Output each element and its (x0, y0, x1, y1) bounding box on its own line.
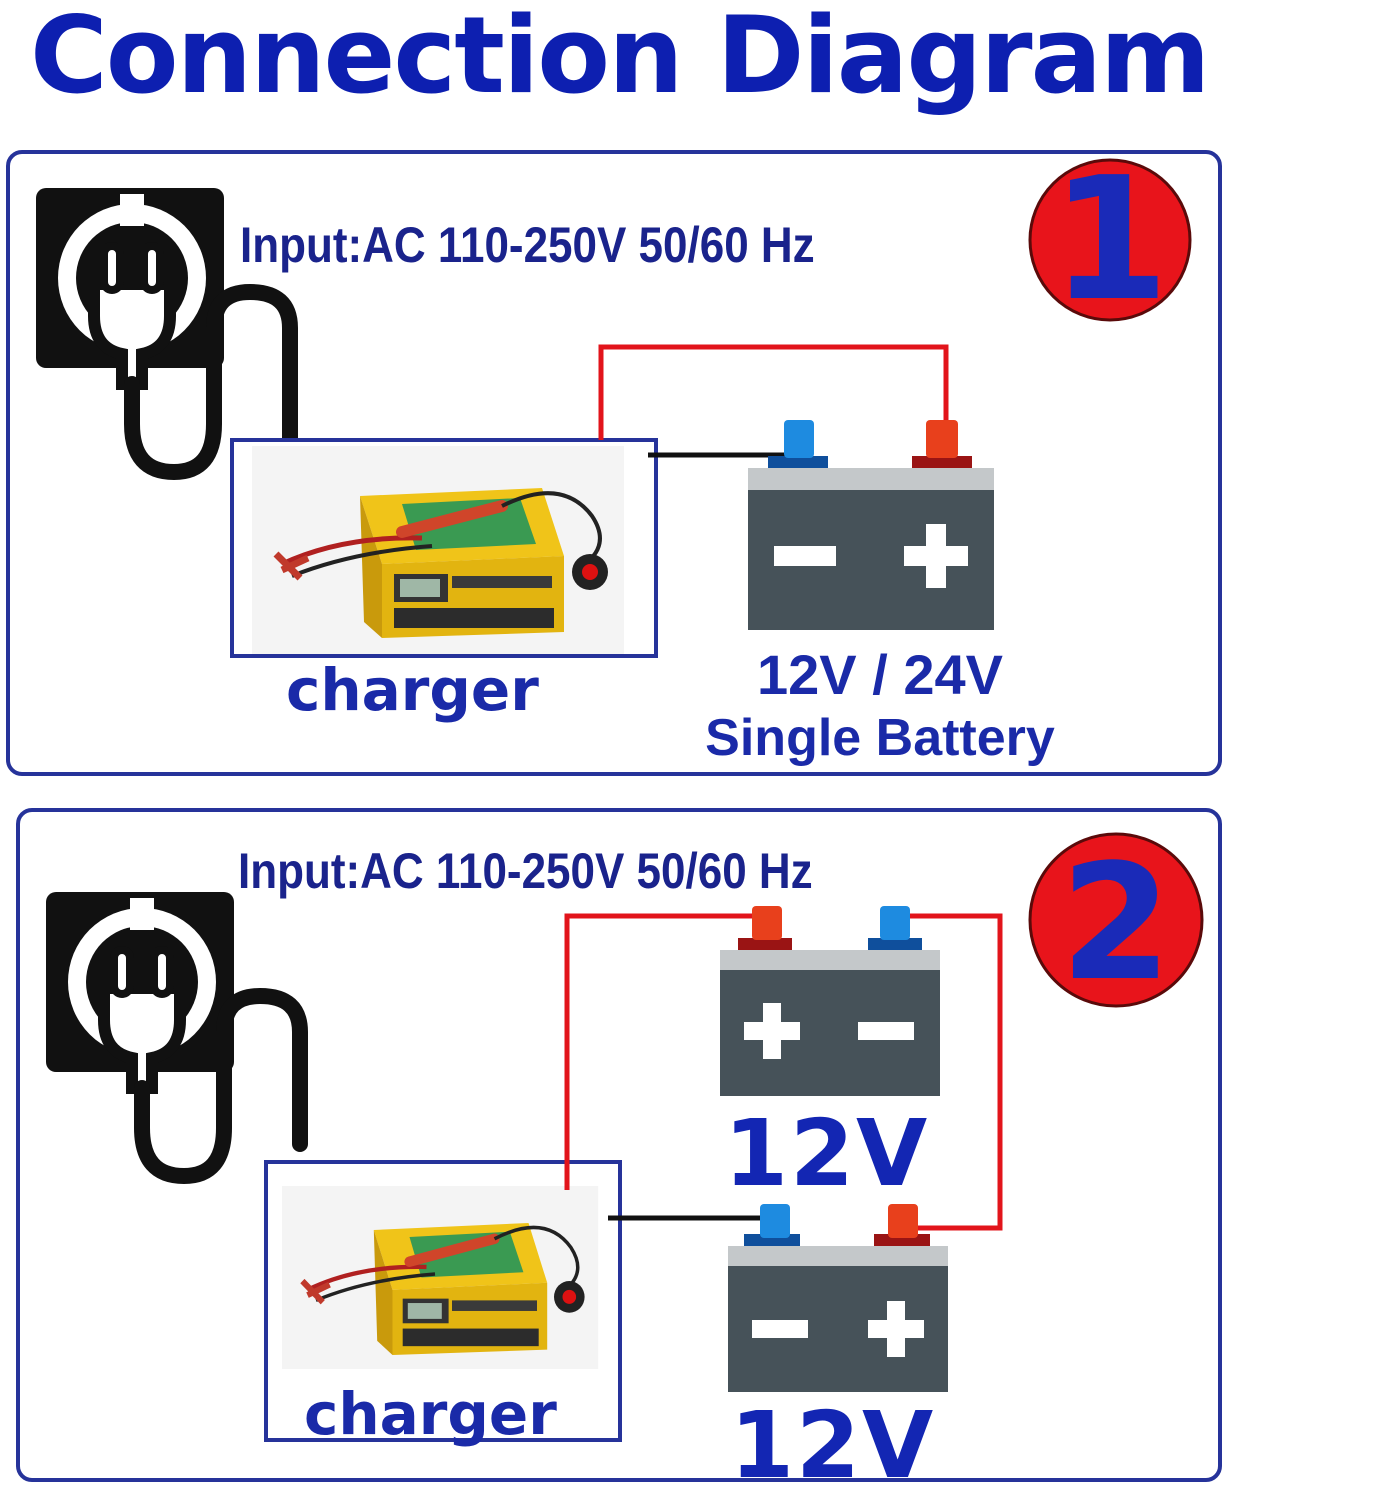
battery-icon (728, 1204, 948, 1392)
series-battery-panel (16, 808, 1222, 1482)
battery-icon (748, 420, 994, 630)
step-1-badge: 1 (1051, 141, 1169, 339)
bottom-battery-voltage-label: 12V (730, 1392, 936, 1499)
top-battery-voltage-label: 12V (724, 1100, 930, 1207)
charger-label: charger (286, 656, 539, 724)
battery-icon (720, 906, 940, 1096)
battery-description-label: Single Battery (705, 709, 1055, 767)
input-spec-label: Input:AC 110-250V 50/60 Hz (240, 217, 815, 273)
battery-voltage-label: 12V / 24V (757, 643, 1003, 706)
step-2-badge: 2 (1060, 829, 1171, 1016)
page-title: Connection Diagram (30, 0, 1210, 117)
input-spec-label: Input:AC 110-250V 50/60 Hz (238, 843, 813, 899)
charger-photo (252, 446, 624, 654)
charger-label: charger (304, 1380, 557, 1448)
single-battery-panel (6, 150, 1222, 776)
